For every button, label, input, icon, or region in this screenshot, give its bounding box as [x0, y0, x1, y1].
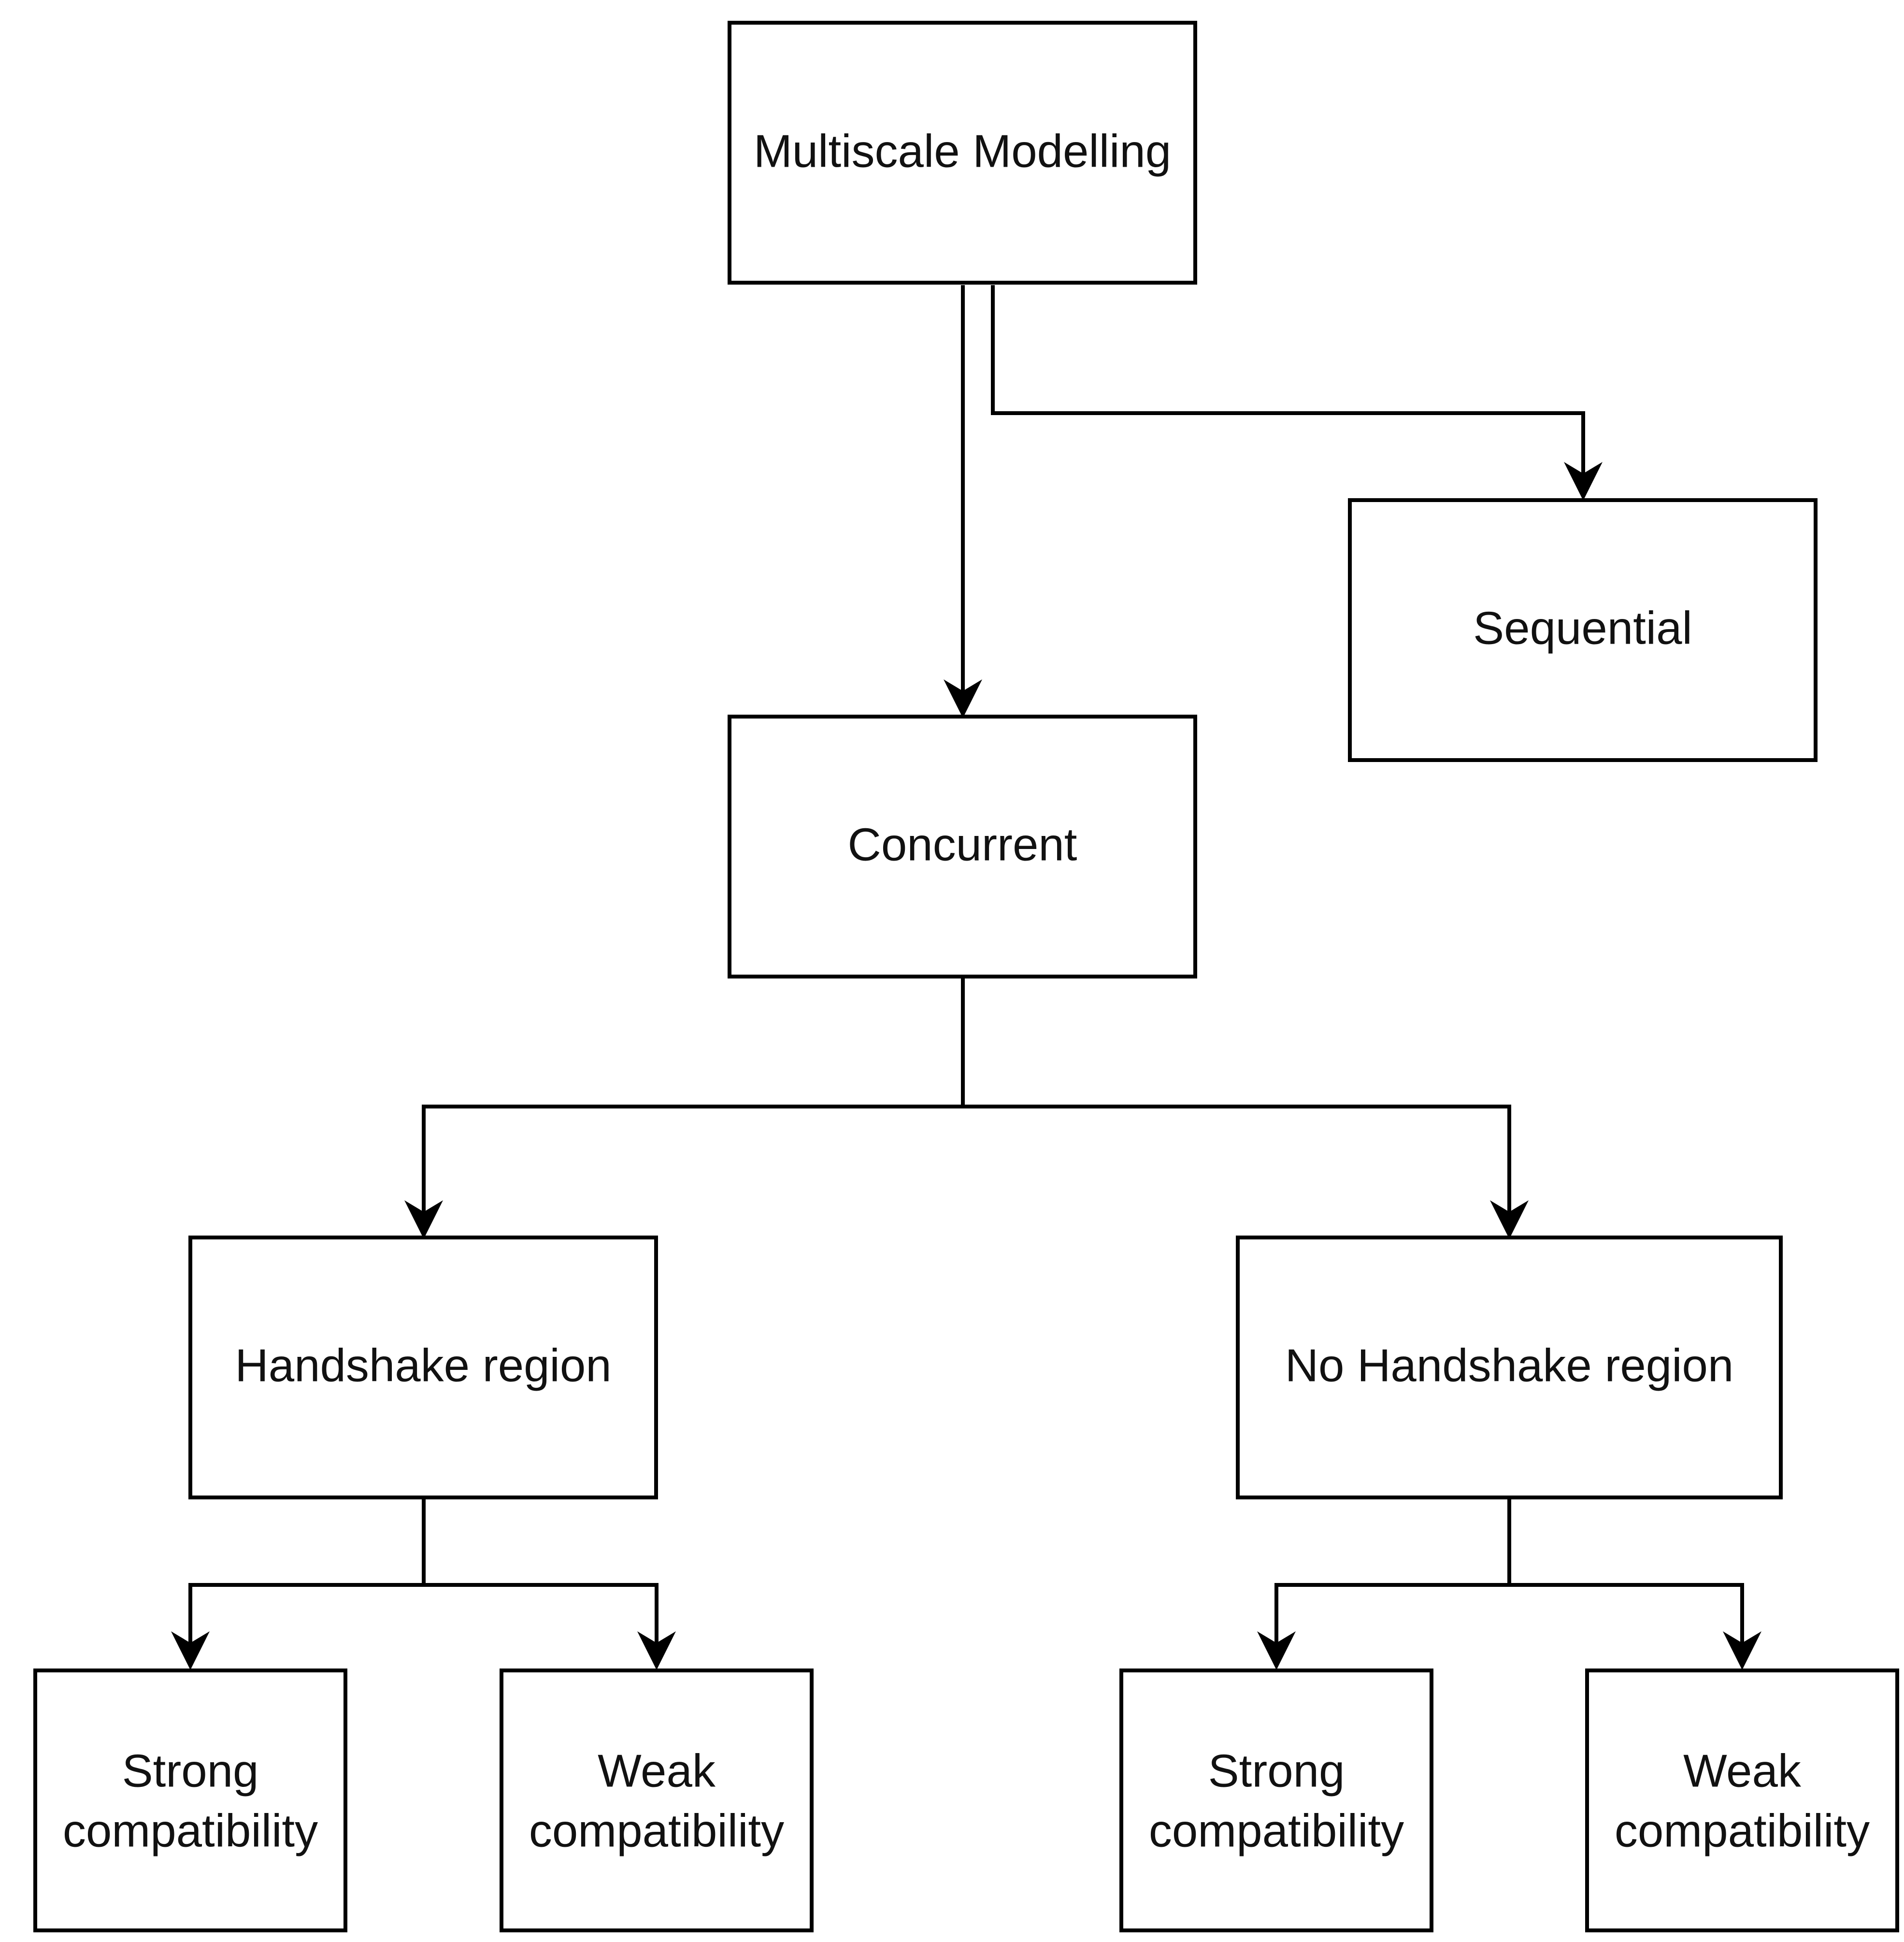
edge-handshake-to-weak: [424, 1583, 676, 1670]
node-no-handshake-weak-compatibility[interactable]: Weak compatibility: [1585, 1669, 1899, 1932]
node-handshake-region[interactable]: Handshake region: [188, 1236, 658, 1499]
edge-no-handshake-to-weak: [1509, 1583, 1761, 1670]
node-label: Handshake region: [235, 1339, 611, 1391]
node-no-handshake-region[interactable]: No Handshake region: [1236, 1236, 1783, 1499]
node-handshake-weak-compatibility[interactable]: Weak compatibility: [500, 1669, 814, 1932]
node-label: No Handshake region: [1285, 1339, 1734, 1391]
edge-root-to-sequential: [991, 285, 1603, 501]
node-no-handshake-strong-compatibility[interactable]: Strong compatibility: [1119, 1669, 1433, 1932]
edge-concurrent-to-handshake: [404, 1105, 963, 1239]
edges: [171, 285, 1761, 1670]
node-label-line1: Weak: [1683, 1745, 1802, 1797]
node-label-line2: compatibility: [1149, 1805, 1404, 1856]
edge-handshake-to-strong: [171, 1583, 424, 1670]
node-label: Multiscale Modelling: [754, 125, 1171, 177]
node-label-line1: Strong: [122, 1745, 259, 1797]
node-label: Concurrent: [848, 819, 1077, 870]
node-concurrent[interactable]: Concurrent: [728, 715, 1197, 978]
node-label-line2: compatibility: [1615, 1805, 1870, 1856]
edge-concurrent-to-no-handshake: [963, 1105, 1529, 1239]
node-label-line2: compatibility: [529, 1805, 784, 1856]
node-multiscale-modelling[interactable]: Multiscale Modelling: [728, 21, 1197, 285]
node-sequential[interactable]: Sequential: [1348, 498, 1818, 762]
edge-no-handshake-to-strong: [1257, 1583, 1509, 1670]
node-label: Sequential: [1473, 602, 1692, 654]
node-label-line2: compatibility: [63, 1805, 318, 1856]
node-label-line1: Strong: [1208, 1745, 1345, 1797]
node-handshake-strong-compatibility[interactable]: Strong compatibility: [33, 1669, 347, 1932]
node-label-line1: Weak: [598, 1745, 716, 1797]
